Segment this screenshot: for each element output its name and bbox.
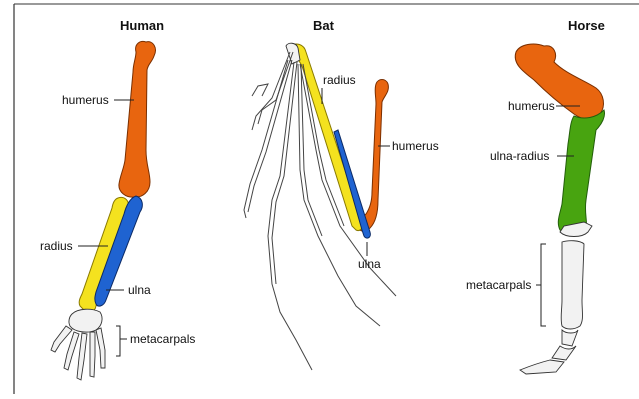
human-ulna-label: ulna [128, 283, 151, 297]
horse-lower-leg-bones [520, 222, 592, 374]
human-panel: Human humerus radius ulna metacarpals [40, 18, 195, 380]
horse-metacarpals-label: metacarpals [466, 278, 531, 292]
horse-metacarpals-bracket [536, 244, 546, 326]
human-hand-bones [51, 309, 105, 380]
horse-humerus-label: humerus [508, 99, 555, 113]
bat-humerus-label: humerus [392, 139, 439, 153]
human-humerus-bone [119, 41, 156, 197]
human-metacarpals-bracket [116, 326, 127, 356]
horse-ulna-radius-label: ulna-radius [490, 149, 549, 163]
bat-radius-label: radius [323, 73, 356, 87]
bat-ulna-label: ulna [358, 257, 381, 271]
horse-panel: Horse humerus ulna-radius metacarpals [466, 18, 605, 374]
human-radius-label: radius [40, 239, 73, 253]
human-title: Human [120, 18, 164, 33]
horse-title: Horse [568, 18, 605, 33]
human-humerus-label: humerus [62, 93, 109, 107]
bat-title: Bat [313, 18, 335, 33]
human-metacarpals-label: metacarpals [130, 332, 195, 346]
bat-panel: Bat radius humerus ulna [244, 18, 439, 370]
horse-ulna-radius-bone [558, 110, 604, 235]
